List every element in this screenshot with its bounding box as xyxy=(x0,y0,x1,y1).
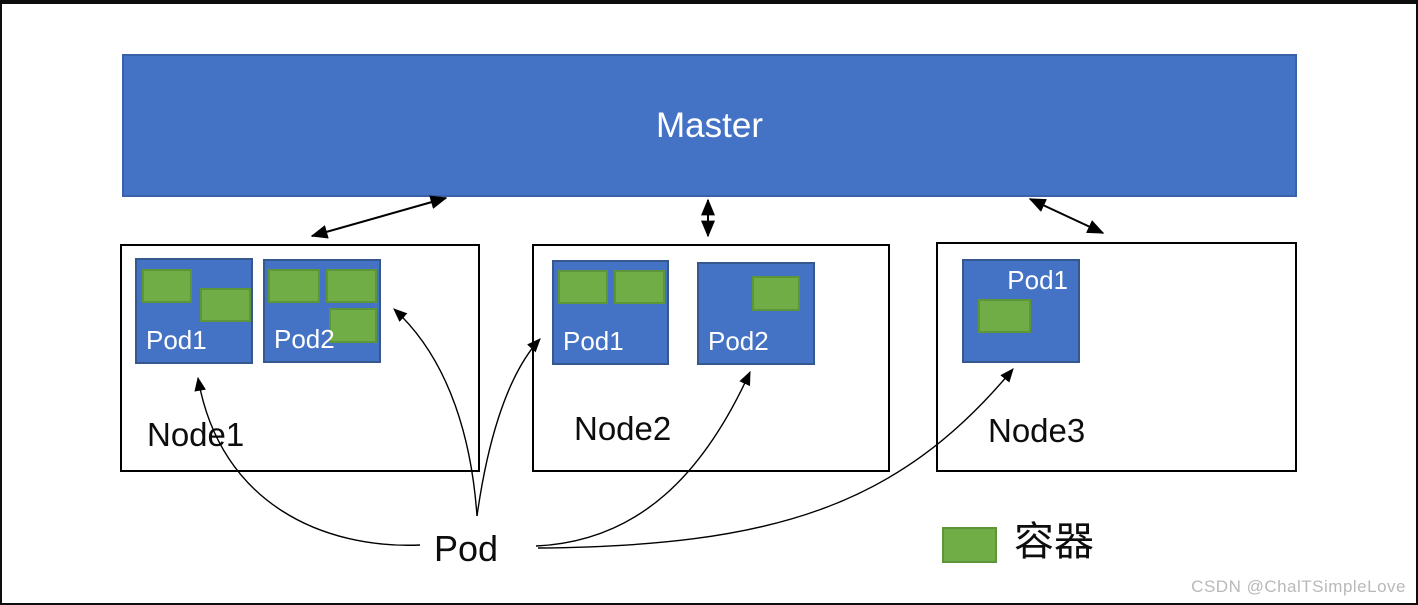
pod-arrow-node2-pod1 xyxy=(476,338,541,517)
node1-pod1-label: Pod1 xyxy=(146,325,207,355)
container-box xyxy=(268,269,320,303)
arrow-master-node1 xyxy=(310,195,448,239)
container-box xyxy=(142,269,192,303)
container-box xyxy=(752,276,800,311)
container-box xyxy=(978,299,1031,333)
node2-box: Pod1 Pod2 Node2 xyxy=(532,244,890,472)
node2-pod1-box: Pod1 xyxy=(552,260,669,365)
master-label: Master xyxy=(656,105,763,145)
container-box xyxy=(200,288,251,322)
container-box xyxy=(558,270,608,304)
arrow-master-node3 xyxy=(1028,198,1105,234)
node2-pod2-box: Pod2 xyxy=(697,262,815,365)
container-box xyxy=(329,308,377,343)
node2-pod1-label: Pod1 xyxy=(563,326,624,356)
node3-pod1-label: Pod1 xyxy=(1007,265,1068,295)
node2-label: Node2 xyxy=(574,410,672,447)
legend: 容器 xyxy=(942,509,1094,567)
node3-pod1-box: Pod1 xyxy=(962,259,1080,363)
node1-pod2-box: Pod2 xyxy=(263,259,381,363)
node2-pod2-label: Pod2 xyxy=(708,326,769,356)
node3-box: Pod1 Node3 xyxy=(936,242,1297,472)
container-box xyxy=(614,270,665,304)
node1-pod2-label: Pod2 xyxy=(274,324,335,354)
container-swatch-icon xyxy=(942,527,997,563)
node1-pod1-box: Pod1 xyxy=(135,258,253,364)
node1-label: Node1 xyxy=(147,416,245,453)
node1-box: Pod1 Pod2 Node1 xyxy=(120,244,480,472)
master-box: Master xyxy=(122,54,1297,197)
node3-label: Node3 xyxy=(988,412,1086,449)
legend-label: 容器 xyxy=(1014,520,1094,564)
watermark-text: CSDN @ChalTSimpleLove xyxy=(1191,577,1406,596)
container-box xyxy=(326,269,377,303)
pod-callout-label: Pod xyxy=(434,528,499,569)
